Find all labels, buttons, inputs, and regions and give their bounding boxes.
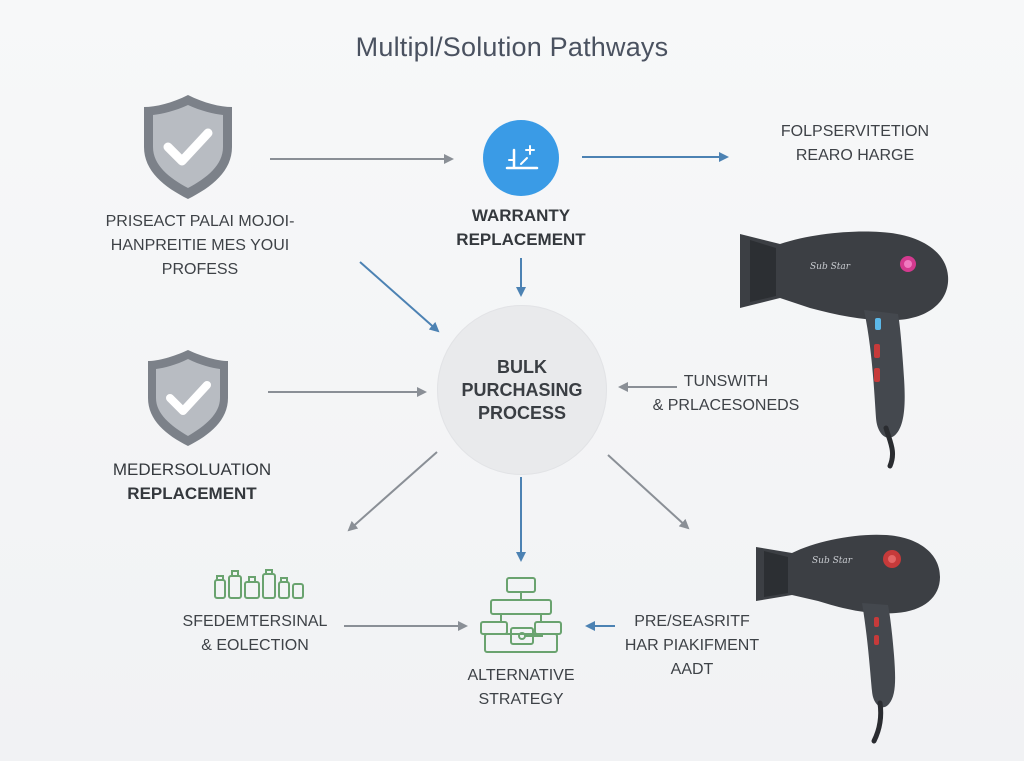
- node-label-line: HAR PIAKIFMENT: [624, 637, 760, 654]
- node-label-line: PROFESS: [161, 261, 239, 278]
- arrow-topleft-to-hub: [359, 261, 440, 333]
- node-label-line: FOLPSERVITETION: [780, 123, 930, 140]
- hair-dryer-icon: [740, 231, 949, 469]
- node-label-line: MEDERSOLUATION: [112, 460, 272, 479]
- node-label-line: STRATEGY: [478, 691, 564, 708]
- node-bottom-left-label: SFEDEMTERSINAL & EOLECTION: [170, 610, 340, 658]
- shield-check-icon: [148, 350, 228, 446]
- tool-circle-icon: [483, 120, 559, 196]
- dryer-logo: Sub Star: [812, 556, 853, 566]
- hub-circle: [437, 305, 607, 475]
- node-label-line: AADT: [670, 661, 714, 678]
- hair-dryer-icon: [756, 534, 940, 744]
- page-title: Multipl/Solution Pathways: [355, 32, 669, 62]
- node-label-line: REPLACEMENT: [456, 230, 586, 249]
- bottles-icon: [214, 569, 304, 599]
- node-label-line: HANPREITIE MES YOUI: [110, 237, 290, 254]
- dryer-logo: Sub Star: [810, 262, 851, 272]
- node-label-line: PRE/SEASRITF: [634, 613, 750, 630]
- node-label-line: REARO HARGE: [795, 147, 915, 164]
- network-box-icon: [480, 577, 562, 653]
- hub-label-line: PURCHASING: [461, 380, 583, 400]
- node-label-line: & PRLACESONEDS: [652, 397, 800, 414]
- hub-label: BULK PURCHASING PROCESS: [437, 356, 607, 425]
- node-warranty-label: WARRANTY REPLACEMENT: [431, 204, 611, 252]
- node-label-line: TUNSWITH: [683, 373, 769, 390]
- node-bottom-right-label: PRE/SEASRITF HAR PIAKIFMENT AADT: [612, 610, 772, 682]
- shield-check-icon: [144, 95, 232, 199]
- node-label-line: REPLACEMENT: [127, 484, 257, 503]
- hub-label-line: BULK: [497, 357, 547, 377]
- node-label-line: & EOLECTION: [201, 637, 309, 654]
- node-alternative-label: ALTERNATIVE STRATEGY: [441, 664, 601, 712]
- arrow-hub-to-bottomright: [607, 454, 690, 530]
- node-label-line: ALTERNATIVE: [467, 667, 575, 684]
- hub-label-line: PROCESS: [477, 403, 567, 423]
- node-label-line: WARRANTY: [471, 206, 571, 225]
- node-top-left-label: PRISEACT PALAI MOJOI- HANPREITIE MES YOU…: [90, 210, 310, 282]
- node-mid-right-label: TUNSWITH & PRLACESONEDS: [636, 370, 816, 418]
- node-label-line: SFEDEMTERSINAL: [182, 613, 328, 630]
- node-top-right-label: FOLPSERVITETION REARO HARGE: [760, 120, 950, 168]
- arrow-hub-to-bottomleft: [347, 451, 438, 532]
- node-mid-left-label: MEDERSOLUATION REPLACEMENT: [92, 458, 292, 506]
- node-label-line: PRISEACT PALAI MOJOI-: [105, 213, 295, 230]
